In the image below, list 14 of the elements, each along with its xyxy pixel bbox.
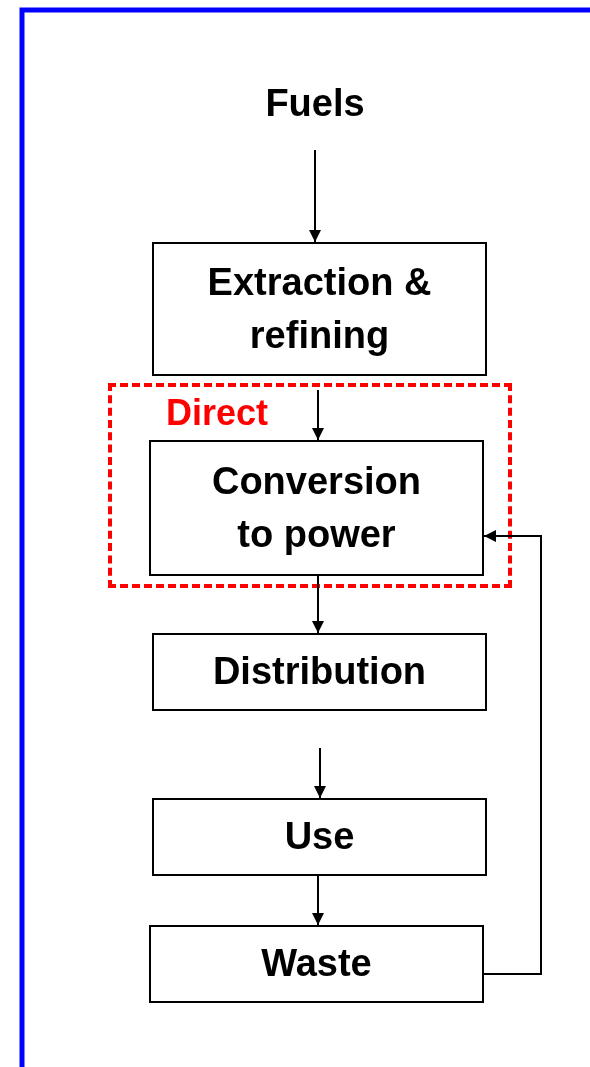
process-box: Use	[152, 798, 487, 876]
arrow	[312, 575, 324, 634]
arrow	[312, 875, 324, 926]
arrow	[312, 389, 324, 441]
arrow	[483, 530, 542, 975]
dashed-boundary	[108, 383, 512, 588]
process-box: Distribution	[152, 633, 487, 711]
process-box: Extraction & refining	[152, 242, 487, 376]
process-box: Conversion to power	[149, 440, 484, 576]
group-label: Direct	[166, 393, 269, 433]
process-box: Waste	[149, 925, 484, 1003]
arrow	[309, 149, 321, 243]
node-label: Fuels	[220, 78, 410, 150]
arrow	[314, 747, 326, 799]
